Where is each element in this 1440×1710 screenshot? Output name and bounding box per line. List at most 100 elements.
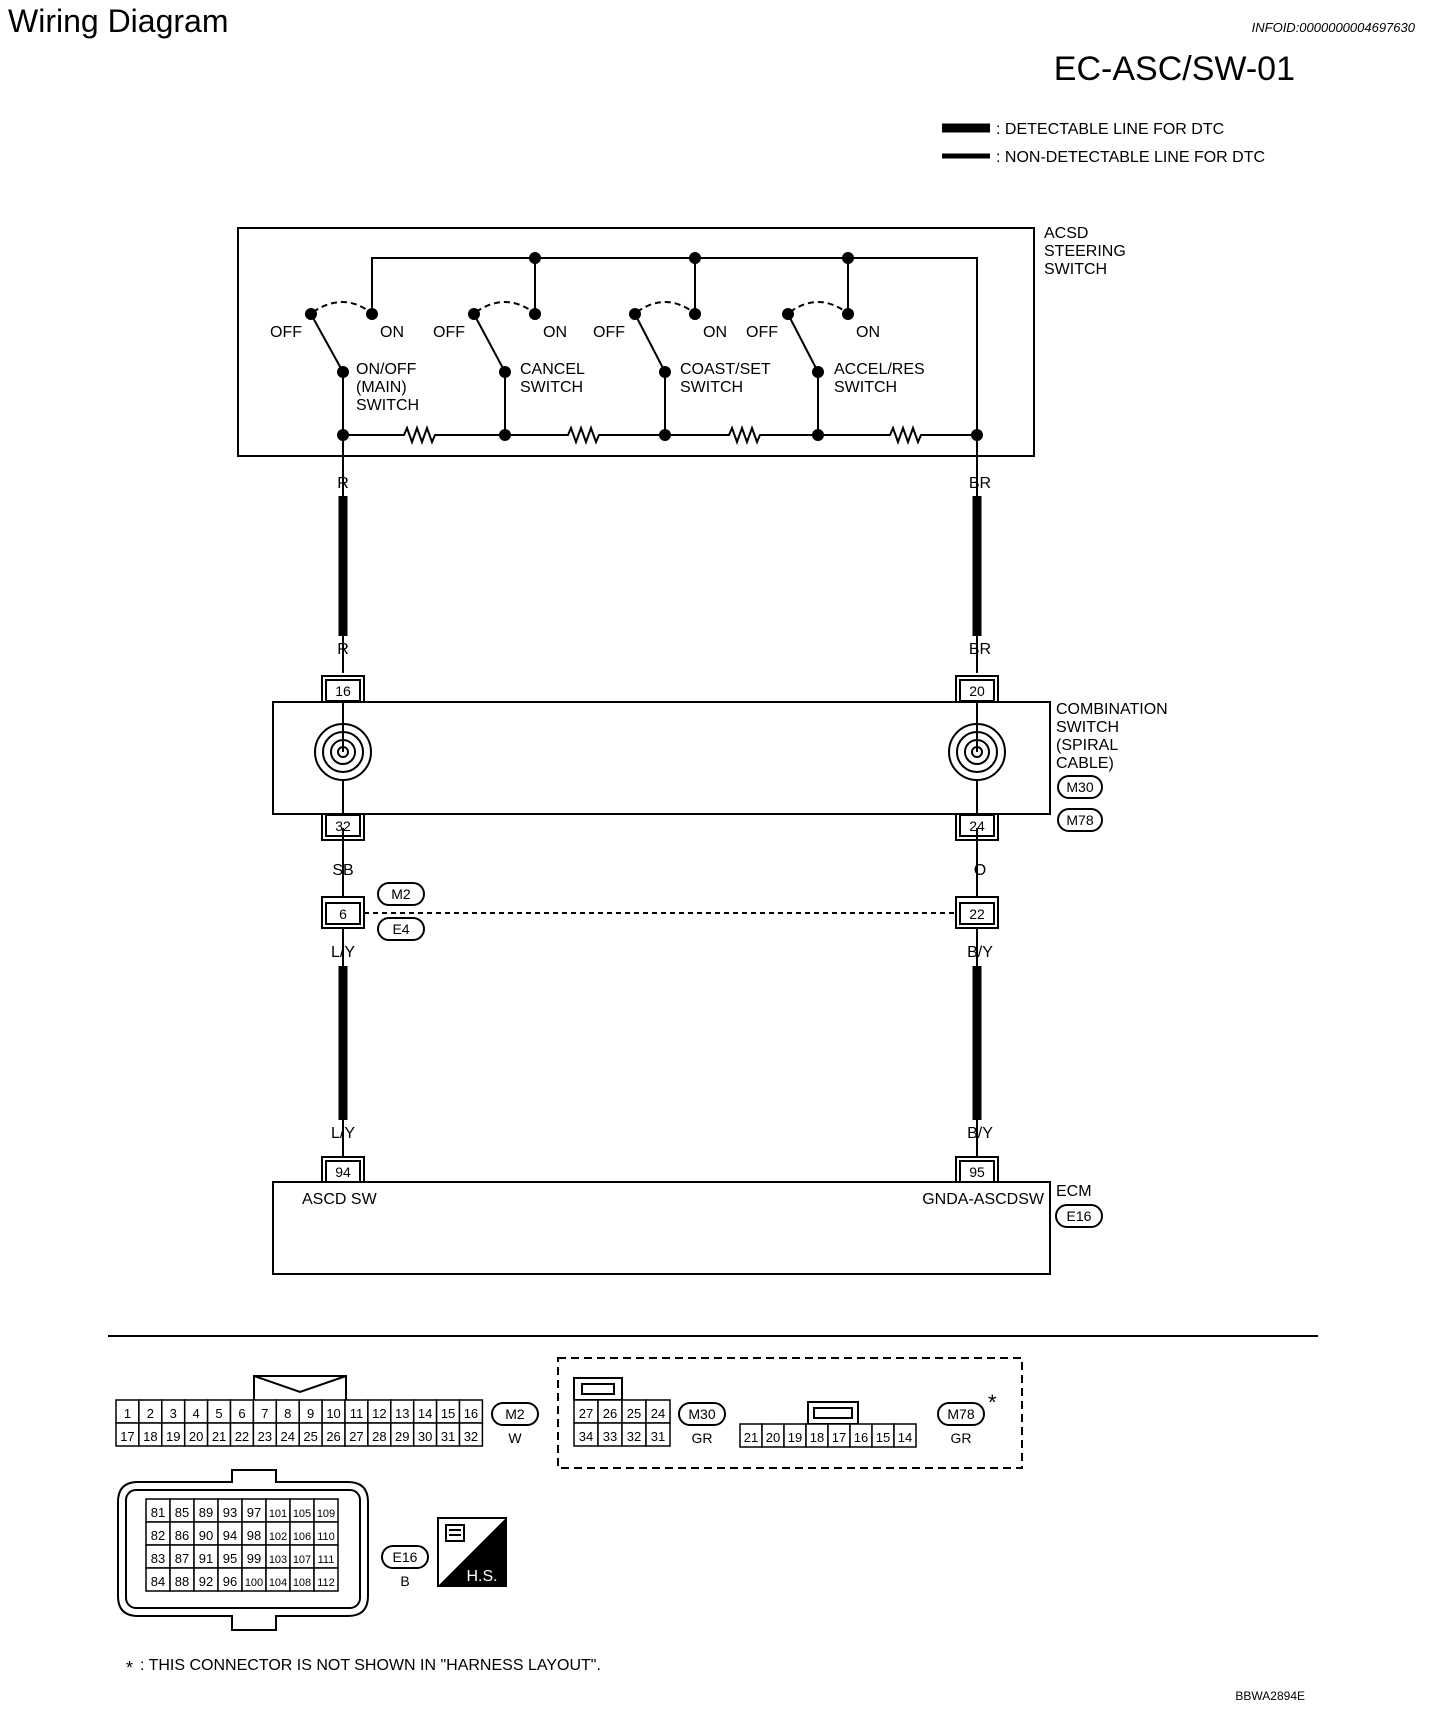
pin-94: 94	[335, 1164, 351, 1180]
m2-cell-label: 30	[418, 1429, 432, 1444]
e16-cell-label: 87	[175, 1551, 189, 1566]
e16-cell-label: 83	[151, 1551, 165, 1566]
switch2-on: ON	[543, 324, 567, 341]
figure-id: BBWA2894E	[1235, 1689, 1305, 1703]
legend-non-detectable-label: : NON-DETECTABLE LINE FOR DTC	[996, 149, 1265, 166]
e16-cell-label: 103	[269, 1554, 287, 1566]
legend-detectable-label: : DETECTABLE LINE FOR DTC	[996, 121, 1224, 138]
e16-cell-label: 81	[151, 1505, 165, 1520]
acsd-steering-switch: ACSD STEERING SWITCH OFF ON ON/OFF (MA	[237, 225, 1126, 457]
e16-cell-label: 101	[269, 1508, 287, 1520]
e16-cell-label: 106	[293, 1531, 311, 1543]
m30-cell-label: 31	[651, 1429, 665, 1444]
bus-junction-4	[842, 252, 854, 264]
e16-cell-label: 82	[151, 1528, 165, 1543]
m2-cell-label: 6	[238, 1406, 245, 1421]
m2-cell-label: 11	[350, 1406, 364, 1421]
m2-view-id: M2	[505, 1406, 525, 1422]
m30-cell-label: 33	[603, 1429, 617, 1444]
e16-cell-label: 107	[293, 1554, 311, 1566]
e16-cell-label: 111	[318, 1554, 335, 1566]
dashed-group-m30-m78	[557, 1357, 1023, 1469]
switch4-name-2: SWITCH	[834, 379, 897, 396]
switch1-off: OFF	[270, 324, 302, 341]
m30-cell-label: 27	[579, 1406, 593, 1421]
ecm: 94 95 ASCD SW GNDA-ASCDSW ECM E16	[272, 1156, 1103, 1275]
pin-32: 32	[335, 818, 351, 834]
wire-o: O	[974, 862, 986, 879]
right-harness: BR BR O B/Y B/Y	[967, 435, 993, 1157]
switch1-on: ON	[380, 324, 404, 341]
footnote: : THIS CONNECTOR IS NOT SHOWN IN "HARNES…	[140, 1657, 601, 1674]
switch1-name-2: (MAIN)	[356, 379, 407, 396]
switch2-off: OFF	[433, 324, 465, 341]
m2-cell-label: 24	[281, 1429, 295, 1444]
combo-label-4: CABLE)	[1056, 755, 1114, 772]
acsd-box	[237, 227, 1035, 457]
e16-cell-label: 100	[245, 1577, 263, 1589]
switch1-name-1: ON/OFF	[356, 361, 417, 378]
pin-16: 16	[335, 683, 351, 699]
harness-side-icon: H.S.	[437, 1517, 507, 1587]
page-title: Wiring Diagram	[8, 3, 228, 39]
on-off-main-switch: OFF ON ON/OFF (MAIN) SWITCH	[270, 301, 419, 435]
m30-view-id: M30	[688, 1406, 715, 1422]
e16-cell-label: 91	[199, 1551, 213, 1566]
m2-cell-label: 17	[120, 1429, 134, 1444]
ecm-terminal-ascd-sw: ASCD SW	[302, 1191, 378, 1208]
m78-cell-box	[893, 1423, 917, 1448]
pin-24-box	[959, 814, 995, 837]
m78-cell-label: 19	[788, 1430, 802, 1445]
m2-cell-label: 18	[143, 1429, 157, 1444]
diagram-code: EC-ASC/SW-01	[1054, 50, 1295, 88]
m2-cell-label: 21	[212, 1429, 226, 1444]
m2-cell-box	[458, 1422, 484, 1447]
m2-cell-label: 14	[418, 1406, 432, 1421]
m2-cell-label: 25	[303, 1429, 317, 1444]
bus-junction-3	[689, 252, 701, 264]
combo-label-1: COMBINATION	[1056, 701, 1168, 718]
e16-cell-label: 86	[175, 1528, 189, 1543]
combination-switch: 16 20 32 24 COMBINATION SWITCH	[272, 675, 1168, 841]
acsd-label-2: STEERING	[1044, 243, 1126, 260]
m2-cell-label: 29	[395, 1429, 409, 1444]
info-id: INFOID:0000000004697630	[1252, 20, 1416, 35]
m2-cell-label: 5	[215, 1406, 222, 1421]
switch4-on: ON	[856, 324, 880, 341]
spiral-cable-right	[948, 702, 1006, 814]
acsd-label-1: ACSD	[1044, 225, 1088, 242]
e16-cell-label: 112	[317, 1577, 335, 1589]
m78-cell-label: 14	[898, 1430, 912, 1445]
wire-br-top: BR	[969, 475, 991, 492]
wire-ly-top: L/Y	[331, 944, 355, 961]
wire-by-bottom: B/Y	[967, 1125, 993, 1142]
m78-view-id: M78	[947, 1406, 974, 1422]
footnote-star: *	[126, 1658, 133, 1678]
m30-cell-label: 25	[627, 1406, 641, 1421]
cancel-switch: OFF ON CANCEL SWITCH	[433, 301, 585, 435]
e16-cell-label: 104	[269, 1577, 287, 1589]
switch2-name-2: SWITCH	[520, 379, 583, 396]
pin-20: 20	[969, 683, 985, 699]
e16-cell-label: 105	[293, 1508, 311, 1520]
combination-switch-box	[272, 701, 1051, 815]
switch3-name-1: COAST/SET	[680, 361, 771, 378]
m2-cell-label: 19	[166, 1429, 180, 1444]
m2-cell-label: 20	[189, 1429, 203, 1444]
e16-cell-label: 109	[317, 1508, 335, 1520]
e16-cell-box	[313, 1567, 339, 1592]
m2-cell-label: 27	[349, 1429, 363, 1444]
joint-connector-m2: M2	[391, 886, 411, 902]
legend: : DETECTABLE LINE FOR DTC : NON-DETECTAB…	[942, 121, 1265, 166]
accel-res-switch: OFF ON ACCEL/RES SWITCH	[746, 301, 925, 435]
m2-cell-label: 32	[464, 1429, 478, 1444]
e16-cell-label: 89	[199, 1505, 213, 1520]
m30-cell-label: 24	[651, 1406, 665, 1421]
pin-20-box	[959, 679, 995, 702]
switch4-name-1: ACCEL/RES	[834, 361, 925, 378]
combo-connector-m30: M30	[1066, 779, 1093, 795]
